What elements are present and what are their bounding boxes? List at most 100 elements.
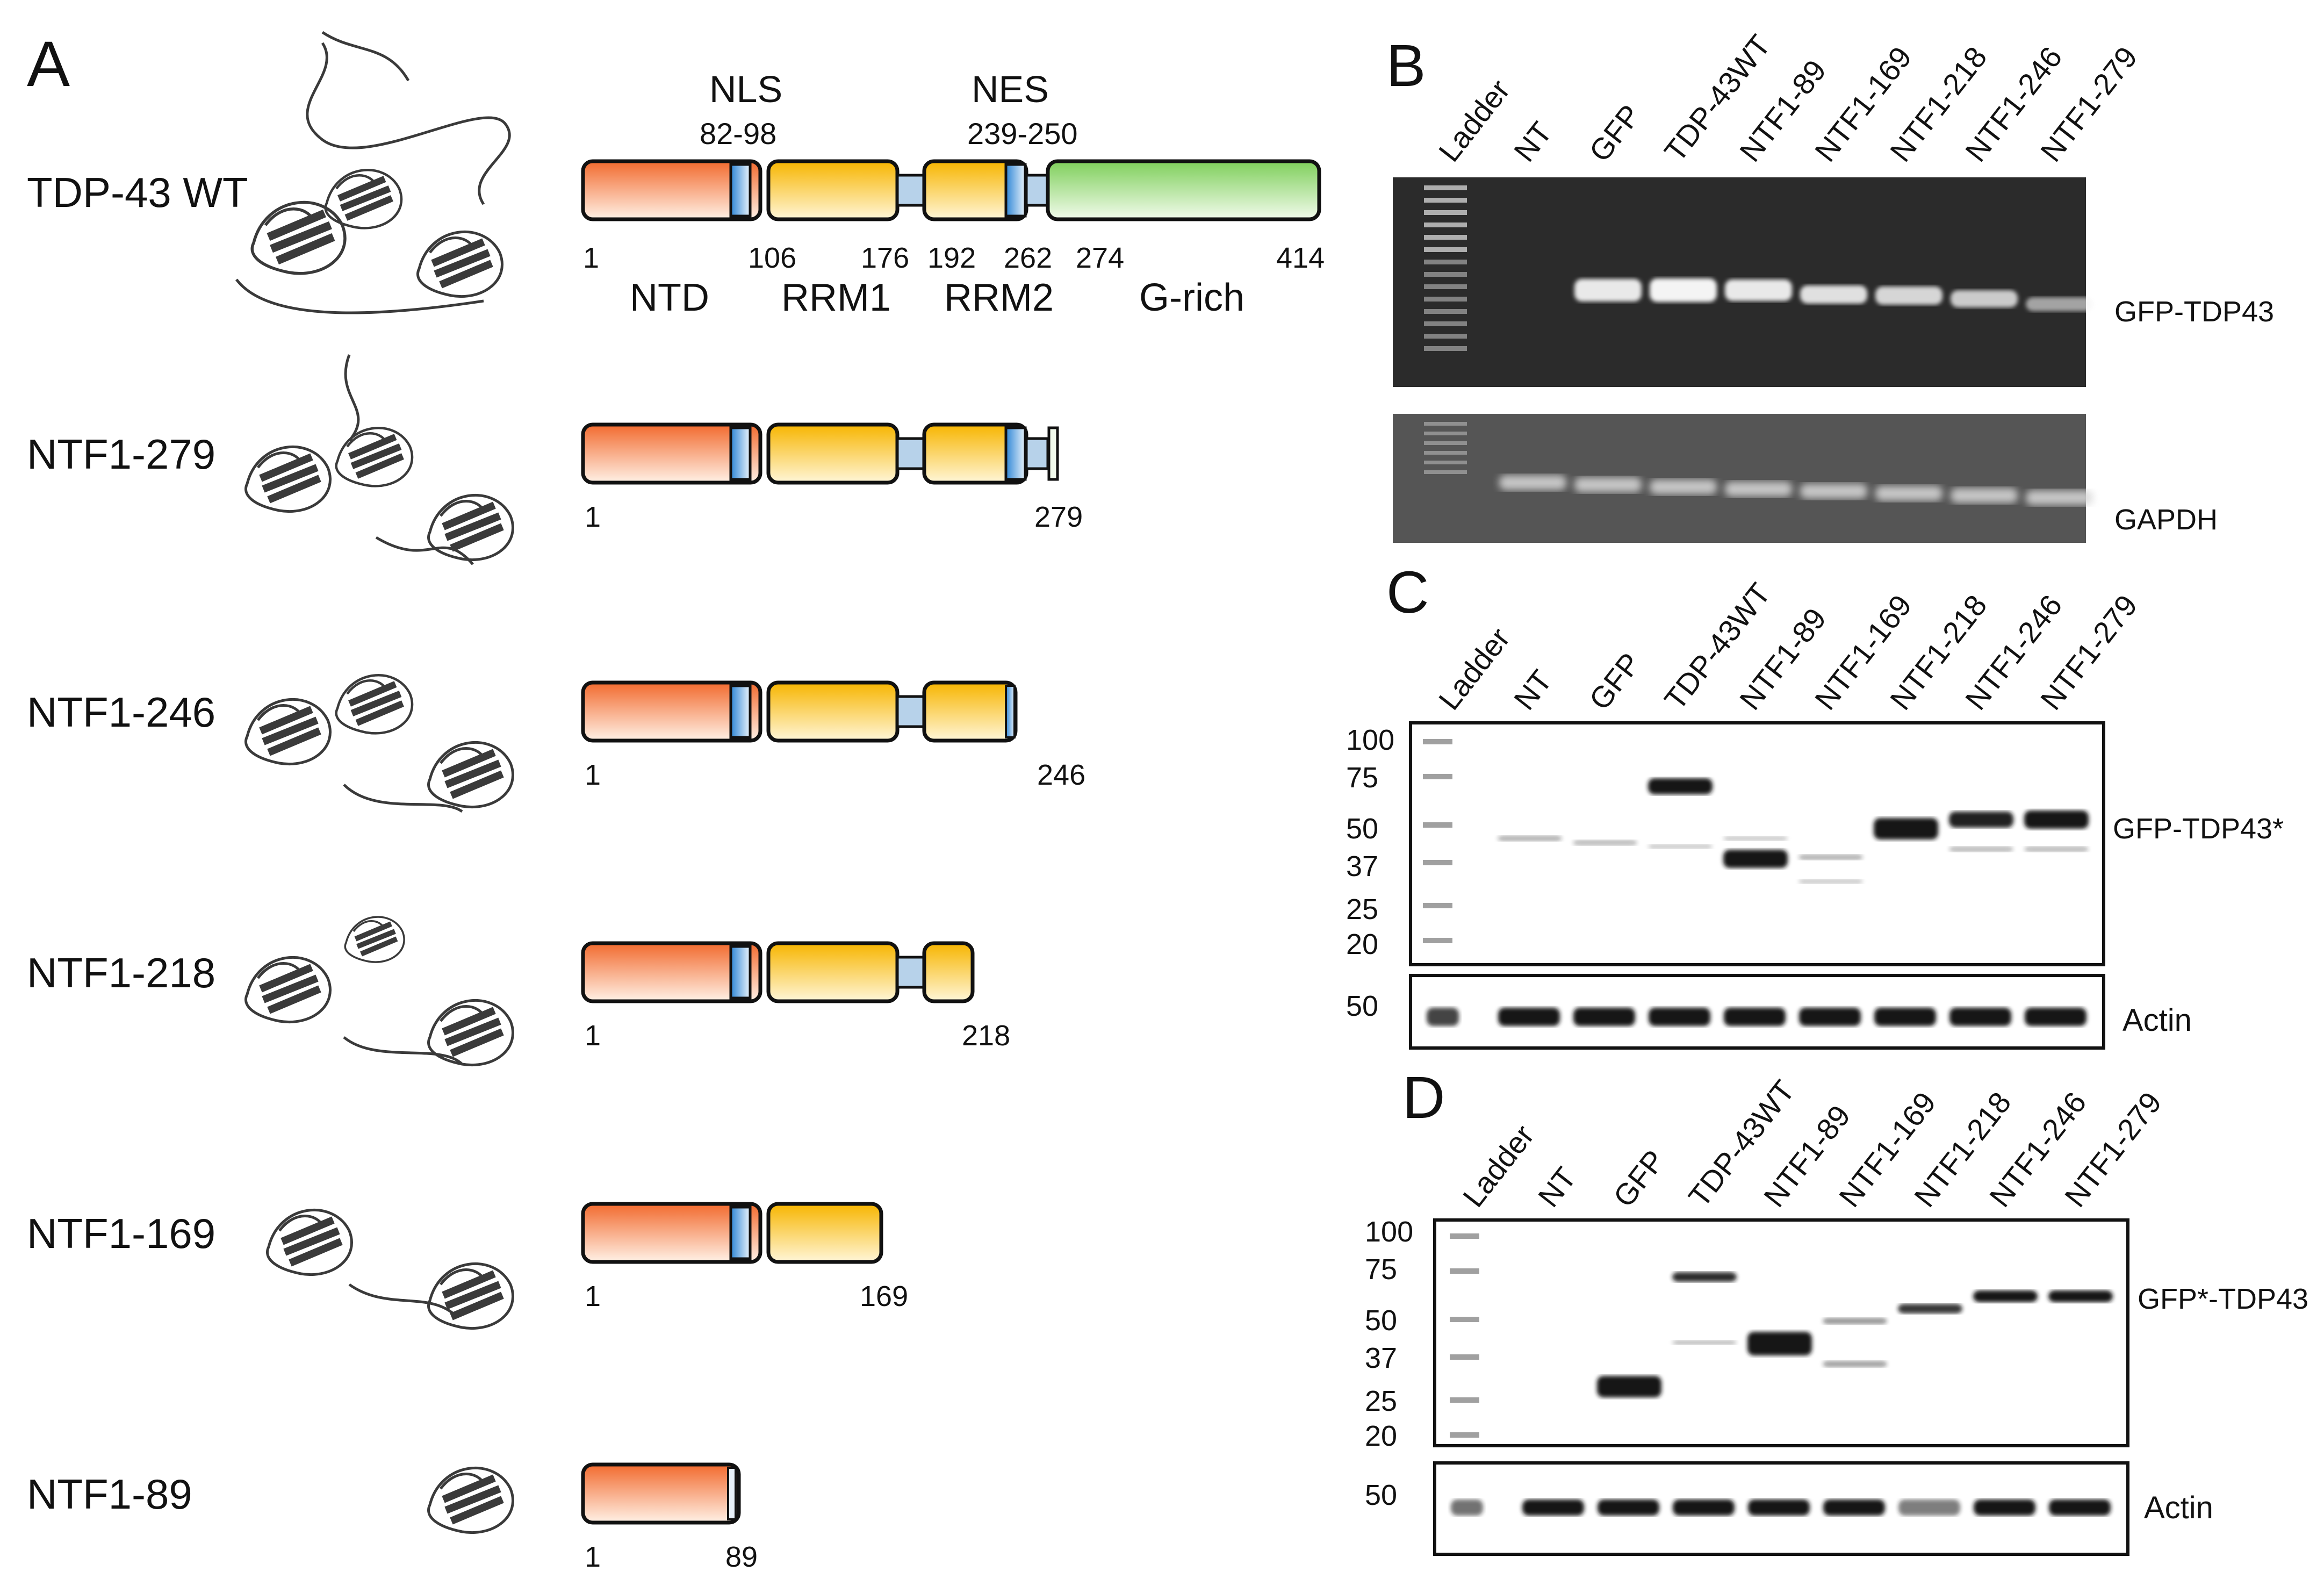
ladder-band	[1424, 235, 1467, 240]
gapdh-band	[1951, 488, 2018, 503]
domain-rrm2: RRM2	[944, 276, 1054, 319]
panel-a-letter: A	[27, 28, 70, 100]
wt-grich-box	[1046, 159, 1321, 221]
wt-label: TDP-43 WT	[27, 169, 248, 216]
mw-marker: 75	[1346, 762, 1378, 794]
ladder-band	[1423, 860, 1452, 865]
gapdh-band	[1725, 482, 1792, 497]
lane-label: NT	[1531, 1161, 1583, 1214]
wt-pos-274: 274	[1076, 242, 1124, 274]
wt-pos-414: 414	[1276, 242, 1325, 274]
lane-label: GFP	[1607, 1144, 1672, 1214]
blot-band	[1949, 846, 2013, 852]
ladder-band	[1424, 470, 1467, 474]
nes-label: NES	[972, 68, 1049, 110]
construct-start: 1	[585, 1541, 601, 1573]
mw-marker: 20	[1346, 928, 1378, 960]
panel-a: A TDP-43 WT NLS 82-98 NES 239-250 1 106 …	[27, 28, 1325, 1573]
construct-label: NTF1-246	[27, 688, 215, 736]
ntd-box	[581, 1462, 741, 1525]
nls-label: NLS	[709, 68, 782, 110]
grich-stub	[1047, 426, 1059, 481]
actin-band	[2049, 1499, 2111, 1516]
blot-band	[1498, 836, 1562, 841]
structure-domain-r3-1	[344, 916, 405, 963]
blot-band	[1823, 1318, 1887, 1324]
ladder-band	[1423, 903, 1452, 908]
gapdh-band	[1574, 477, 1642, 492]
ntd-box	[581, 941, 762, 1003]
construct-label: NTF1-169	[27, 1210, 215, 1257]
ntd-box	[581, 1202, 762, 1264]
partial-nes	[1005, 685, 1016, 738]
rrm1-box	[766, 422, 900, 485]
blot-band	[2048, 1290, 2113, 1302]
blot-band	[1898, 1304, 1962, 1314]
actin-band	[1799, 1008, 1861, 1026]
blot-c-actin-marker: 50	[1346, 990, 1378, 1022]
mw-marker: 20	[1365, 1420, 1397, 1452]
gel-top-label: GFP-TDP43	[2114, 296, 2274, 328]
structure-domain-r2-0	[244, 698, 332, 765]
ladder-band	[1424, 185, 1467, 190]
ladder-band	[1424, 260, 1467, 264]
panel-d-letter: D	[1402, 1065, 1445, 1131]
mw-marker: 50	[1365, 1304, 1397, 1337]
structure-domain-r0-0	[250, 200, 347, 275]
wt-nls-box	[729, 163, 752, 218]
blot-band	[1973, 1290, 2038, 1302]
nes-box	[1004, 426, 1027, 481]
blot-band	[1723, 850, 1788, 868]
structure-domain-r2-2	[427, 741, 514, 808]
actin-band	[1673, 1499, 1735, 1516]
panel-b-letter: B	[1386, 33, 1426, 99]
domain-g-rich: G-rich	[1139, 276, 1244, 319]
blot-band	[1648, 778, 1713, 794]
nls-box	[729, 684, 752, 739]
mw-marker: 25	[1365, 1385, 1397, 1417]
structure-domain-r0-2	[416, 230, 503, 298]
blot-c-main-label: GFP-TDP43*	[2113, 813, 2284, 845]
actin-band	[1427, 1008, 1459, 1026]
gel-bottom	[1393, 414, 2086, 543]
ladder-band	[1424, 198, 1467, 203]
ntd-box	[581, 680, 762, 743]
structure-domain-r5-0	[427, 1466, 514, 1534]
wt-disordered-loops	[235, 31, 511, 314]
blot-band	[1949, 812, 2013, 828]
blot-d-main-label: GFP*-TDP43	[2138, 1283, 2308, 1315]
blot-d-bands	[1450, 1233, 2113, 1516]
structure-domain-r1-1	[335, 427, 414, 487]
gel-band	[1800, 285, 1867, 304]
wt-nes-box	[1004, 163, 1027, 218]
mw-marker: 25	[1346, 893, 1378, 925]
actin-band	[1649, 1008, 1710, 1026]
ladder-band	[1450, 1432, 1479, 1438]
construct-end: 169	[860, 1280, 908, 1312]
lane-label: NT	[1507, 116, 1559, 168]
rrm1-box	[766, 1202, 883, 1264]
actin-band	[1898, 1499, 1960, 1516]
rrm2-box	[922, 941, 975, 1003]
ladder-band	[1424, 346, 1467, 351]
ladder-band	[1424, 461, 1467, 464]
wt-ntd-box	[581, 159, 762, 221]
actin-band	[1451, 1499, 1483, 1516]
nls-range: 82-98	[700, 117, 776, 150]
nls-box	[729, 1205, 752, 1260]
blot-band	[1672, 1340, 1737, 1345]
actin-band	[2025, 1008, 2086, 1026]
lane-label: GFP	[1582, 647, 1647, 716]
gel-band	[1725, 279, 1792, 301]
ladder-band	[1450, 1268, 1479, 1274]
wt-rrm1-box	[766, 159, 900, 221]
gel-bottom-bands	[1424, 422, 2093, 505]
